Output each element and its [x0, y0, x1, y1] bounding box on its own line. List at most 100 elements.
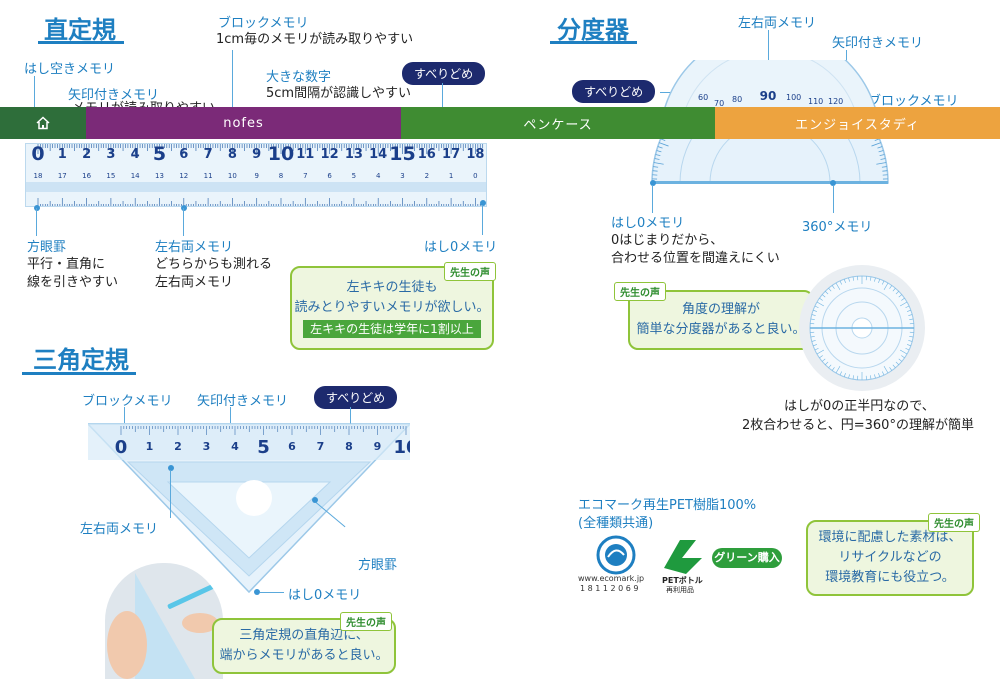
- ruler-ticks: [26, 144, 486, 206]
- ruler-number: 5: [152, 143, 167, 165]
- tri-zero-end-title: はし0メモリ: [288, 588, 362, 603]
- tri-grid-dot: [312, 497, 318, 503]
- pro-arrow-memory-title: 矢印付きメモリ: [832, 36, 924, 51]
- ruler-reverse-number: 1: [448, 172, 454, 180]
- pet-label-line2: 再利用品: [666, 586, 694, 594]
- pro-scale-90: 90: [760, 89, 777, 103]
- grid-desc-line1: 平行・直角に: [27, 257, 106, 272]
- pro-360-leader: [833, 185, 834, 213]
- ruler-reverse-number: 5: [351, 172, 357, 180]
- triangle-ruler-number: 5: [257, 437, 270, 458]
- ruler-reverse-number: 17: [57, 172, 67, 180]
- protractor-heading-underline: [550, 41, 637, 44]
- triangle-ruler-number: 8: [345, 440, 353, 453]
- both-sides-desc-line2: 左右両メモリ: [155, 275, 234, 290]
- triangle-ruler-number: 7: [317, 440, 325, 453]
- triangle-ruler-number: 4: [231, 440, 239, 453]
- home-icon: [36, 116, 50, 130]
- both-sides-desc-line1: どちらからも測れる: [155, 257, 273, 272]
- block-memory-title: ブロックメモリ: [218, 16, 309, 31]
- tri-grid-title: 方眼罫: [358, 558, 398, 573]
- pro-scale-70: 70: [714, 99, 724, 107]
- both-sides-dot: [181, 205, 187, 211]
- ruler-reverse-number: 8: [278, 172, 284, 180]
- protractor-top-image: 90 80 70 60 100 110 120: [664, 60, 876, 107]
- ruler-number: 2: [82, 147, 92, 162]
- ruler-reverse-number: 18: [33, 172, 43, 180]
- tri-non-slip-leader: [350, 407, 351, 425]
- eco-teacher-line2: リサイクルなどの: [838, 550, 942, 565]
- ruler-number: 6: [179, 147, 189, 162]
- ruler-number: 11: [296, 147, 315, 162]
- straight-ruler-heading-underline: [38, 41, 124, 44]
- ecomark-url: www.ecomark.jp: [578, 574, 645, 583]
- pro-teacher-line2: 簡単な分度器があると良い。: [636, 322, 806, 337]
- pro-both-sides-leader: [768, 30, 769, 78]
- ruler-reverse-number: 7: [303, 172, 308, 180]
- pro-360-title: 360°メモリ: [802, 220, 873, 235]
- ruler-number: 15: [389, 143, 416, 165]
- ruler-number: 0: [31, 143, 45, 165]
- pet-label-line1: PETボトル: [662, 576, 703, 585]
- ruler-reverse-number: 12: [179, 172, 189, 180]
- ruler-number: 18: [466, 147, 485, 162]
- pro-non-slip-badge: すべりどめ: [572, 80, 656, 103]
- zero-end-leader: [482, 205, 483, 235]
- ruler-reverse-number: 11: [203, 172, 213, 180]
- triangle-ruler-number: 3: [203, 440, 211, 453]
- ruler-number: 3: [106, 147, 116, 162]
- pro-zero-end-title: はし0メモリ: [611, 216, 685, 231]
- ruler-reverse-number: 10: [227, 172, 237, 180]
- ruler-number: 4: [130, 147, 140, 162]
- circle-desc-line2: 2枚合わせると、円=360°の理解が簡単: [742, 418, 974, 433]
- ruler-reverse-number: 16: [82, 172, 92, 180]
- pro-block-memory-title: ブロックメモリ: [868, 94, 959, 109]
- non-slip-badge: すべりどめ: [402, 62, 486, 85]
- eco-title-line1: エコマーク再生PET樹脂100%: [578, 498, 757, 513]
- pro-both-sides-title: 左右両メモリ: [738, 16, 817, 31]
- both-sides-title: 左右両メモリ: [155, 240, 234, 255]
- ruler-number: 13: [344, 147, 363, 162]
- ruler-reverse-number: 13: [155, 172, 164, 180]
- pro-zero-end-dot: [650, 180, 656, 186]
- ruler-reverse-number: 0: [473, 172, 478, 180]
- protractor-heading: 分度器: [557, 16, 629, 44]
- tri-both-sides-leader: [170, 470, 171, 518]
- tri-both-sides-dot: [168, 465, 174, 471]
- big-numbers-title: 大きな数字: [266, 70, 332, 85]
- pro-zero-end-line1: 0はじまりだから、: [611, 233, 724, 248]
- category-nav-bar: nofes ペンケース エンジョイスタディ: [0, 107, 1000, 139]
- zero-end-dot: [480, 200, 486, 206]
- hand-using-triangle-photo: [105, 563, 223, 679]
- nav-tab-enjoy-study[interactable]: エンジョイスタディ: [715, 107, 1000, 139]
- non-slip-leader: [442, 83, 443, 107]
- ruler-reverse-number: 4: [375, 172, 381, 180]
- teacher-voice-tag-straight: 先生の声: [444, 262, 496, 281]
- ruler-number: 16: [417, 147, 436, 162]
- ruler-reverse-number: 14: [130, 172, 140, 180]
- ruler-number: 1: [57, 147, 67, 162]
- ruler-number: 12: [320, 147, 339, 162]
- tri-arrow-leader: [230, 407, 231, 423]
- nav-home-button[interactable]: [0, 107, 86, 139]
- nav-tab-pencase[interactable]: ペンケース: [401, 107, 715, 139]
- tri-teacher-line1: 三角定規の直角辺に、: [239, 628, 369, 643]
- grid-title: 方眼罫: [27, 240, 67, 255]
- arrow-memory-desc: メモリが読み取りやすい: [72, 99, 215, 107]
- teacher-voice-bubble-straight: 左キキの生徒も 読みとりやすいメモリが欲しい。 左キキの生徒は学年に1割以上: [290, 266, 494, 350]
- tri-block-leader: [124, 407, 125, 423]
- circle-desc-line1: はしが0の正半円なので、: [784, 399, 935, 414]
- eco-teacher-line3: 環境教育にも役立つ。: [825, 570, 955, 585]
- both-sides-leader: [183, 208, 184, 236]
- gap-end-leader: [34, 76, 35, 107]
- tri-zero-end-dot: [254, 589, 260, 595]
- full-circle-protractor-image: [799, 265, 925, 391]
- pro-scale-80: 80: [732, 95, 742, 104]
- pro-zero-end-leader: [652, 185, 653, 213]
- zero-end-title: はし0メモリ: [424, 240, 498, 255]
- nav-tab-nofes[interactable]: nofes: [86, 107, 401, 139]
- ruler-reverse-number: 9: [254, 172, 259, 180]
- ruler-number: 17: [442, 147, 461, 162]
- teacher-voice-highlight: 左キキの生徒は学年に1割以上: [303, 320, 481, 338]
